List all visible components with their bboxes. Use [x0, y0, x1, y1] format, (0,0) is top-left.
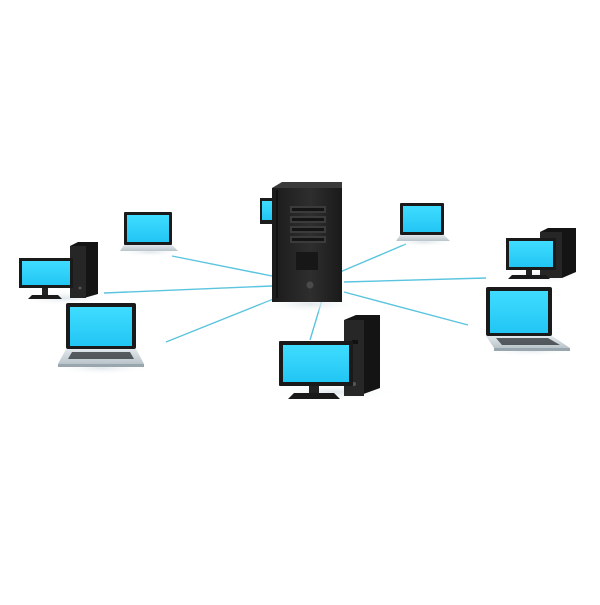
- laptop-front-left: [54, 303, 150, 375]
- connection-line: [343, 291, 469, 326]
- server-tower-icon: [258, 182, 362, 313]
- connection-line: [165, 297, 277, 343]
- laptop-back-right: [392, 203, 456, 247]
- desktop-right: [498, 228, 586, 283]
- connection-line: [343, 277, 487, 283]
- connection-lines: [103, 243, 487, 343]
- laptop-back-left: [118, 212, 182, 257]
- connection-line: [171, 255, 273, 277]
- desktop-left: [16, 242, 112, 306]
- connection-line: [103, 285, 273, 294]
- laptop-front-right: [484, 287, 576, 357]
- connection-line: [339, 243, 407, 273]
- desktop-front-center: [270, 315, 398, 401]
